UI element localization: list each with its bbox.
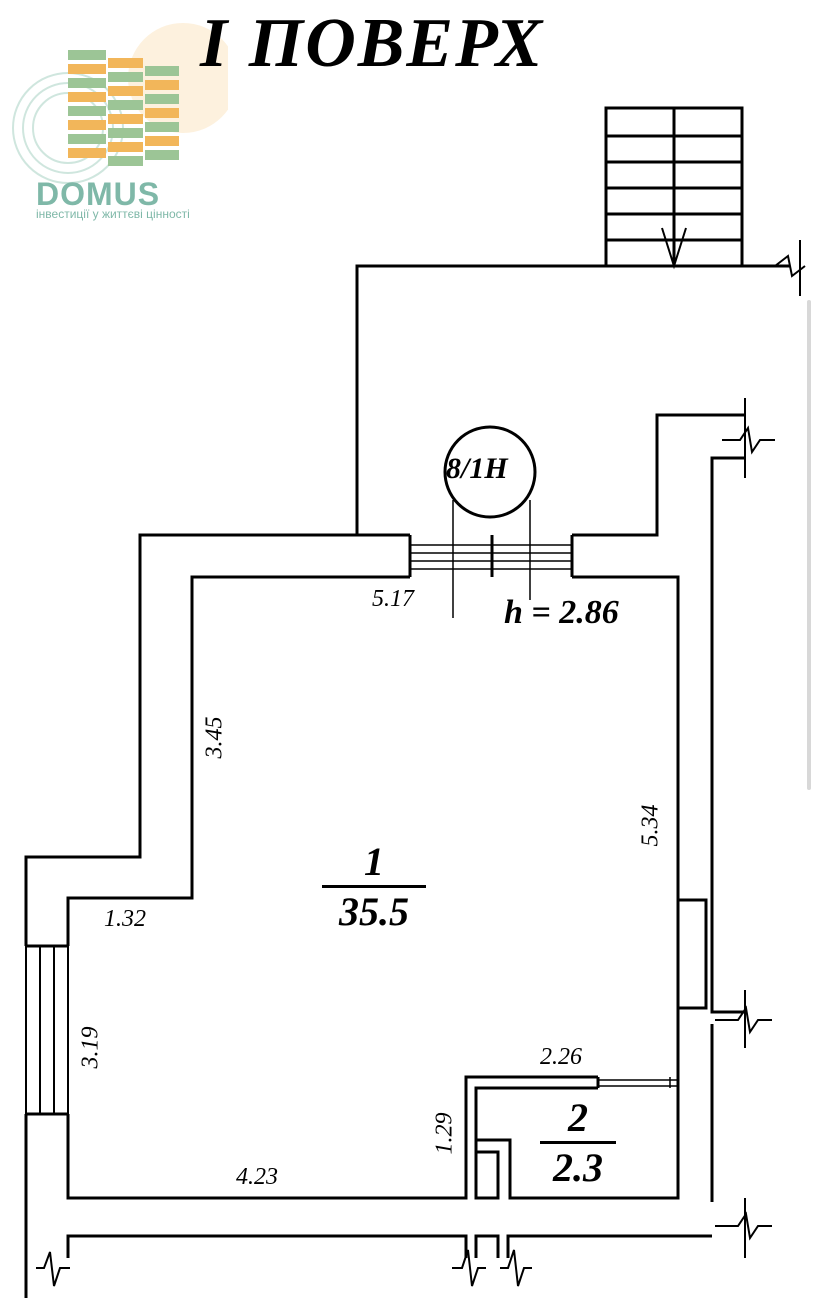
window-left — [25, 946, 69, 1114]
entrance-door — [408, 535, 574, 577]
logo-building-left — [68, 50, 106, 158]
room-2-number: 2 — [568, 1095, 588, 1140]
break-mark-5 — [36, 1251, 70, 1287]
break-mark-2 — [722, 425, 775, 455]
dim-step: 1.32 — [104, 906, 146, 932]
dim-top-wall: 5.17 — [372, 586, 414, 612]
dim-bottom: 4.23 — [236, 1164, 278, 1190]
ceiling-height: h = 2.86 — [504, 594, 619, 631]
logo-sun — [128, 23, 228, 133]
logo-building-middle — [108, 58, 143, 166]
room-2-area: 2.3 — [540, 1141, 616, 1191]
room-2-label: 2 2.3 — [540, 1094, 616, 1191]
stair-top — [604, 106, 744, 270]
dim-room2-top: 2.26 — [540, 1044, 582, 1070]
dim-left-lower: 3.19 — [77, 1026, 104, 1069]
break-mark-3 — [715, 1005, 772, 1035]
scrollbar[interactable] — [807, 300, 811, 790]
corridor-wall — [355, 264, 790, 535]
dim-left-upper: 3.45 — [201, 716, 228, 759]
wall-niche — [676, 898, 708, 1010]
room-2-walls — [474, 1077, 680, 1200]
dim-room2-side: 1.29 — [431, 1112, 458, 1155]
room-1-label: 1 35.5 — [322, 838, 426, 935]
logo-brand: DOMUS — [36, 176, 161, 212]
unit-code: 8/1Н — [446, 452, 508, 485]
right-corridor-wall — [572, 413, 745, 537]
outer-wall — [24, 533, 410, 946]
dim-right: 5.34 — [637, 804, 664, 847]
logo-tagline: інвестиції у життєві цінності — [36, 207, 190, 221]
break-mark-4 — [715, 1211, 772, 1241]
break-mark-7 — [500, 1249, 532, 1287]
break-mark-6 — [452, 1249, 486, 1287]
domus-logo — [12, 23, 228, 184]
room-1-area: 35.5 — [322, 885, 426, 935]
unit-code-circle — [443, 425, 537, 519]
inner-wall — [66, 575, 410, 946]
bottom-wall — [66, 1234, 468, 1258]
room-1-number: 1 — [364, 839, 384, 884]
break-mark-1 — [774, 254, 806, 278]
logo-building-right — [145, 66, 179, 160]
floor-title: І ПОВЕРХ — [200, 5, 545, 82]
